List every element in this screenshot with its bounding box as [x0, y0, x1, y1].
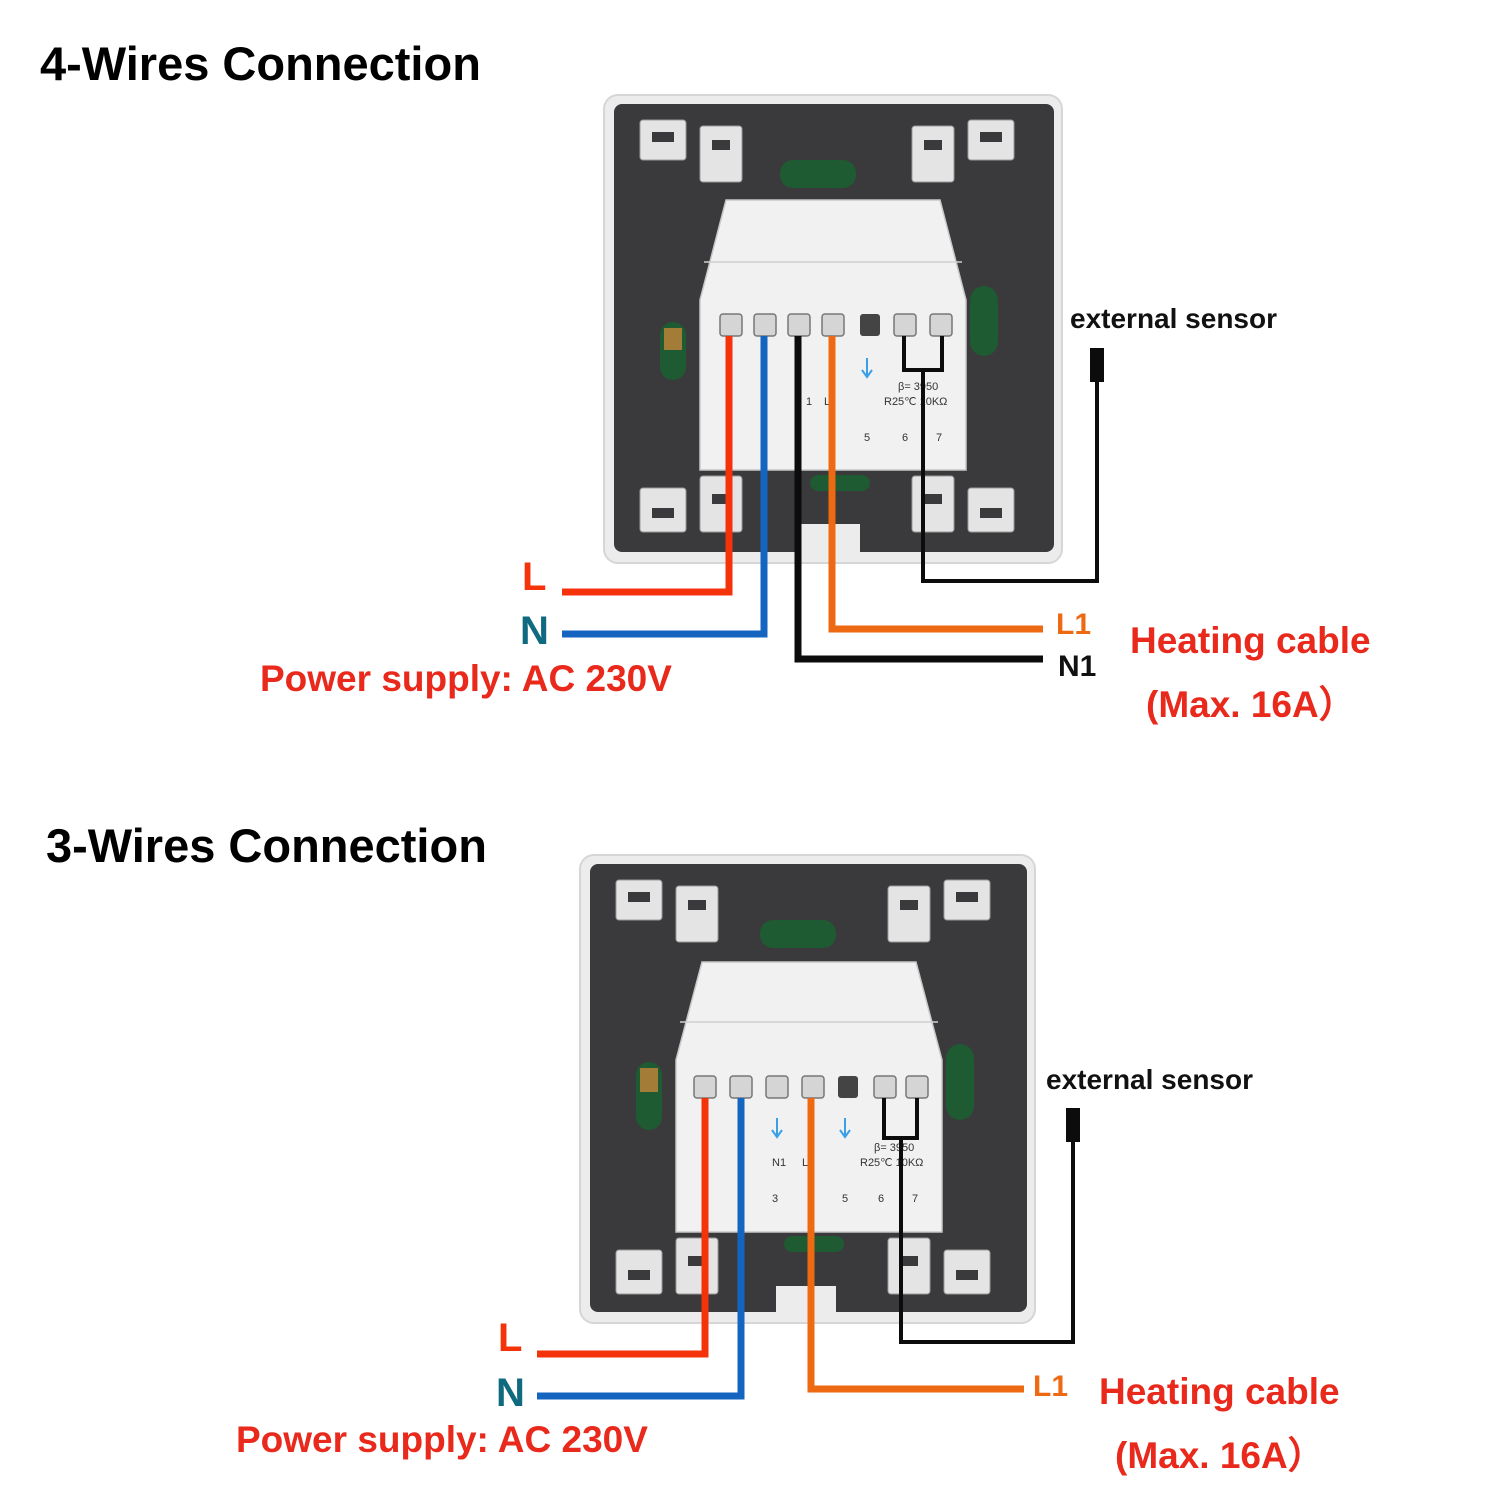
label-l1-bottom: L1 [1033, 1370, 1069, 1403]
label-power-supply-top: Power supply: AC 230V [260, 658, 672, 699]
block-label-r25: R25℃ 10KΩ [860, 1157, 923, 1169]
label-external-sensor-bottom: external sensor [1046, 1064, 1253, 1095]
block-label-1: 1 [806, 396, 812, 408]
block-label-l: L [824, 396, 830, 408]
wire-sensor [899, 1138, 1075, 1344]
block-label-6: 6 [878, 1193, 884, 1205]
label-heating-max-top: (Max. 16A） [1146, 684, 1356, 725]
sensor-probe [1066, 1108, 1080, 1142]
wire-sensor [921, 370, 1099, 583]
label-external-sensor-top: external sensor [1070, 303, 1277, 334]
wire-neutral [537, 1098, 745, 1400]
block-label-beta: β= 3950 [898, 381, 938, 393]
block-label-7: 7 [912, 1193, 918, 1205]
sensor-probe [1090, 348, 1104, 382]
label-n-bottom: N [496, 1371, 525, 1415]
arrow-icon [839, 1118, 851, 1139]
terminal-screws [719, 313, 953, 337]
label-heating-max-bottom: (Max. 16A） [1115, 1435, 1325, 1476]
title-3-wires: 3-Wires Connection [46, 819, 487, 872]
block-label-r25: R25℃ 10KΩ [884, 396, 947, 408]
block-label-n1: N1 [772, 1157, 786, 1169]
wire-n1 [794, 336, 1043, 663]
label-n-top: N [520, 609, 549, 653]
label-n1-top: N1 [1058, 650, 1097, 683]
block-label-5: 5 [864, 432, 870, 444]
thermostat-back-4-wires: β= 3950 R25℃ 10KΩ 1 L 5 6 7 [562, 94, 1104, 663]
wire-l1 [807, 1098, 1024, 1393]
thermostat-back-3-wires: β= 3950 R25℃ 10KΩ N1 L 3 5 6 7 [537, 854, 1080, 1400]
block-label-6: 6 [902, 432, 908, 444]
terminal-screws [693, 1075, 929, 1099]
label-heating-cable-top: Heating cable [1130, 620, 1371, 661]
block-label-7: 7 [936, 432, 942, 444]
block-label-5: 5 [842, 1193, 848, 1205]
wire-neutral [562, 336, 768, 638]
arrow-icon [861, 358, 873, 379]
block-label-beta: β= 3950 [874, 1142, 914, 1154]
arrow-icon [771, 1118, 783, 1139]
wire-l1 [828, 336, 1043, 633]
wire-live [537, 1098, 709, 1358]
block-label-3: 3 [772, 1193, 778, 1205]
label-l-top: L [522, 555, 547, 599]
label-l-bottom: L [498, 1316, 523, 1360]
label-power-supply-bottom: Power supply: AC 230V [236, 1419, 648, 1460]
label-l1-top: L1 [1056, 608, 1092, 641]
block-label-l: L [802, 1157, 808, 1169]
wire-live [562, 336, 733, 596]
label-heating-cable-bottom: Heating cable [1099, 1371, 1340, 1412]
title-4-wires: 4-Wires Connection [40, 37, 481, 90]
